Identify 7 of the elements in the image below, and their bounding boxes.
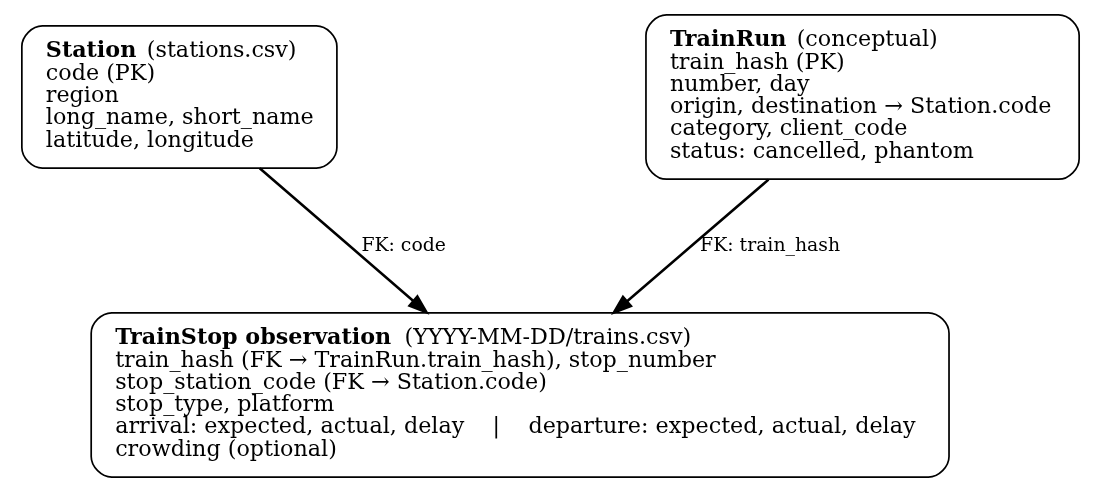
edge-label: FK: train_hash (700, 233, 841, 255)
node-box: TrainStop observation (YYYY-MM-DD/trains.csv) train_hash (FK → TrainRun.train_hash), stop_number stop_station_code (FK → Station.code) stop_type, platform arrival: expected, actual, delay | departure: expected, actual, delay crowding (optional) (90, 311, 950, 478)
node-box: Station (stations.csv) code (PK) region long_name, short_name latitude, longitude (21, 25, 338, 169)
arrow (610, 178, 770, 316)
edge-label: FK: code (361, 233, 446, 255)
node-box: TrainRun (conceptual) train_hash (PK) number, day origin, destination → Station.code category, client_code status: cancelled, phantom (645, 14, 1080, 181)
arrow (258, 167, 430, 315)
